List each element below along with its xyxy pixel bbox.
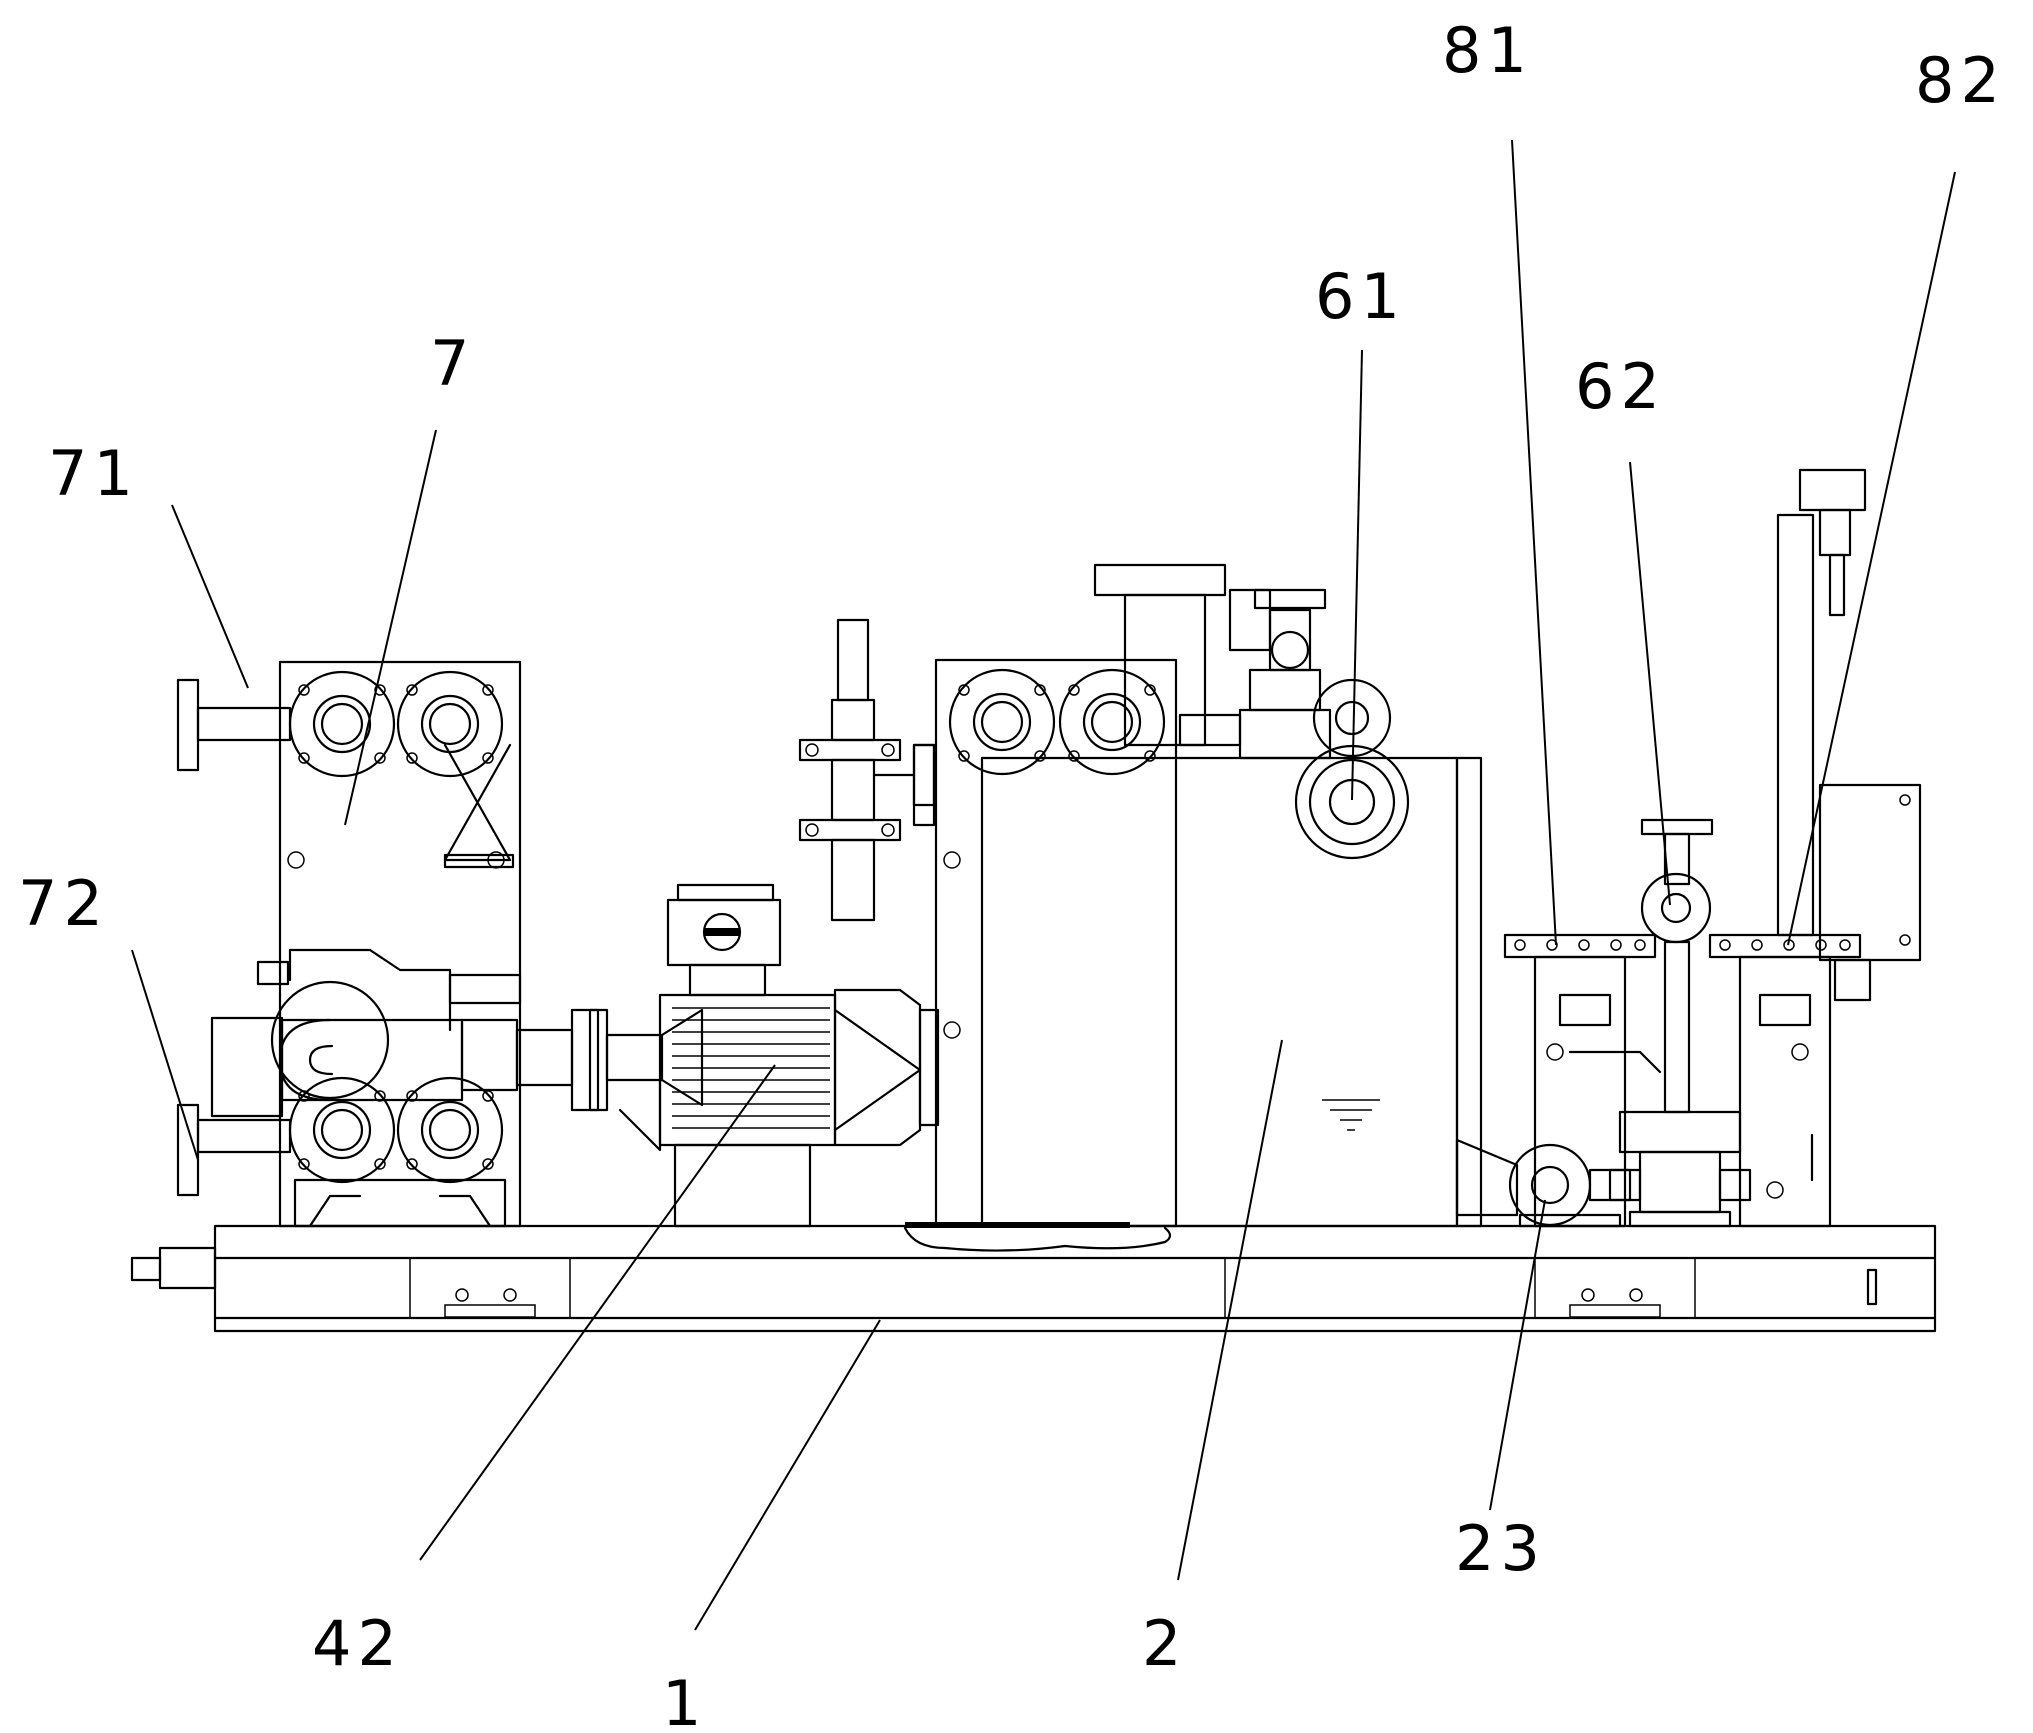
label-2: 2 — [1142, 1607, 1187, 1680]
label-61: 61 — [1315, 260, 1406, 333]
motor — [658, 883, 940, 1228]
plate-heat-exchanger — [176, 660, 522, 1228]
pump-assembly — [210, 948, 522, 1118]
motor-coupling — [515, 1008, 704, 1152]
label-42: 42 — [312, 1607, 403, 1680]
reference-labels: 71 7 72 42 1 2 23 61 62 81 82 — [18, 14, 2006, 1733]
vertical-valve — [798, 618, 936, 922]
base-frame — [130, 1222, 1937, 1333]
filter-81 — [1503, 933, 1662, 1228]
filter-82 — [1708, 933, 1862, 1228]
label-71: 71 — [48, 437, 139, 510]
changeover-valve-62 — [1608, 818, 1752, 1228]
instrument-column — [1766, 468, 1922, 1199]
oil-tank — [934, 563, 1483, 1228]
label-72: 72 — [18, 867, 109, 940]
label-81: 81 — [1442, 14, 1533, 87]
label-62: 62 — [1575, 350, 1666, 423]
label-1: 1 — [662, 1667, 707, 1733]
label-82: 82 — [1915, 44, 2006, 117]
label-23: 23 — [1455, 1512, 1546, 1585]
leader-lines — [131, 139, 1956, 1631]
label-7: 7 — [430, 327, 475, 400]
